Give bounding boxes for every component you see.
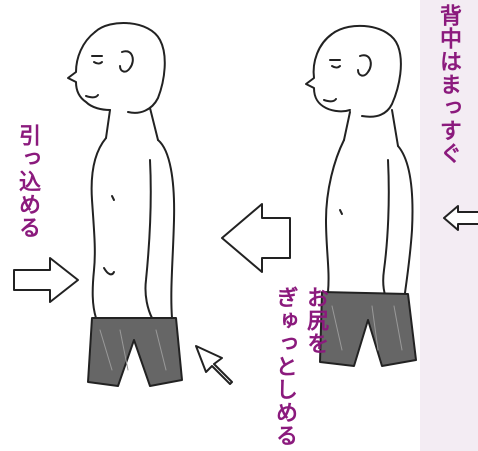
figure-poor-posture bbox=[305, 24, 417, 367]
label-pull-in: 引っ込める bbox=[15, 124, 40, 239]
figure-correct-posture bbox=[67, 22, 183, 387]
arrow-pull-in bbox=[13, 257, 79, 303]
arrow-back-push bbox=[443, 205, 478, 231]
arrow-left-large bbox=[221, 203, 291, 273]
label-back-straight: 背中はまっすぐ bbox=[436, 4, 461, 165]
label-buttocks-line2: ぎゅっとしめる bbox=[272, 286, 297, 447]
side-strip bbox=[420, 0, 478, 451]
label-buttocks-line1: お尻を bbox=[303, 286, 328, 355]
arrow-buttocks bbox=[195, 345, 233, 385]
